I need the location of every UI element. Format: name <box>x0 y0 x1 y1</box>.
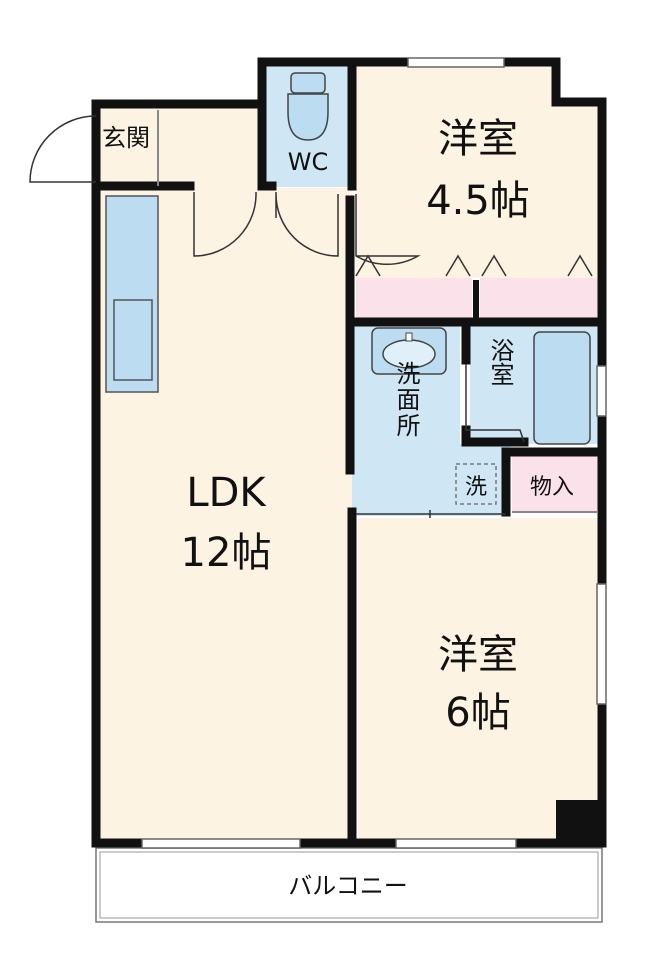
closet-1 <box>356 278 472 318</box>
western2-name: 洋室 <box>438 632 518 678</box>
bath-label: 浴室 <box>486 338 514 386</box>
wc-label: WC <box>288 148 329 176</box>
bath-door <box>465 364 525 443</box>
washroom-label: 洗面所 <box>392 361 420 439</box>
storage-label: 物入 <box>530 475 574 500</box>
closet-door-2 <box>445 254 471 277</box>
closet-door-1 <box>355 254 381 277</box>
doors <box>29 115 593 518</box>
western1-name: 洋室 <box>438 116 518 162</box>
western1-floor <box>356 65 598 278</box>
window-bath <box>596 365 607 417</box>
entrance-door <box>29 115 97 183</box>
sink-icon <box>113 299 153 381</box>
pillar <box>556 800 602 846</box>
labels: 玄関 WC 洋室 4.5帖 LDK 12帖 洗面所 浴室 洗 物入 洋室 6帖 … <box>102 116 574 900</box>
balcony-label: バルコニー <box>288 872 408 900</box>
ldk-name: LDK <box>186 470 267 516</box>
western1-size: 4.5帖 <box>426 178 530 224</box>
ldk-door-right <box>275 192 339 257</box>
window-top <box>407 57 505 68</box>
ldk-door-left <box>193 191 257 257</box>
walls <box>91 57 607 848</box>
western2-size: 6帖 <box>445 690 510 736</box>
closet-door-3 <box>481 254 507 277</box>
kitchen-counter <box>105 195 159 393</box>
window-room2-bottom <box>395 838 517 849</box>
window-room2 <box>596 583 607 705</box>
ldk-size: 12帖 <box>181 530 272 576</box>
hall-floor <box>258 188 352 204</box>
entrance-label-1: 玄関 <box>102 124 150 152</box>
washer-space <box>455 463 497 505</box>
storage-floor <box>512 456 598 512</box>
balcony <box>95 847 603 923</box>
wash-basin-icon <box>371 327 447 375</box>
western2-floor <box>358 518 598 840</box>
entrance-floor <box>100 108 258 188</box>
washer-label: 洗 <box>465 475 487 500</box>
window-ldk <box>141 838 301 849</box>
closet-2 <box>480 278 598 318</box>
room1-door <box>355 194 421 266</box>
bathtub-icon <box>533 331 591 445</box>
toilet-icon <box>287 72 329 141</box>
windows <box>141 57 607 849</box>
closet-door-4 <box>567 254 593 277</box>
